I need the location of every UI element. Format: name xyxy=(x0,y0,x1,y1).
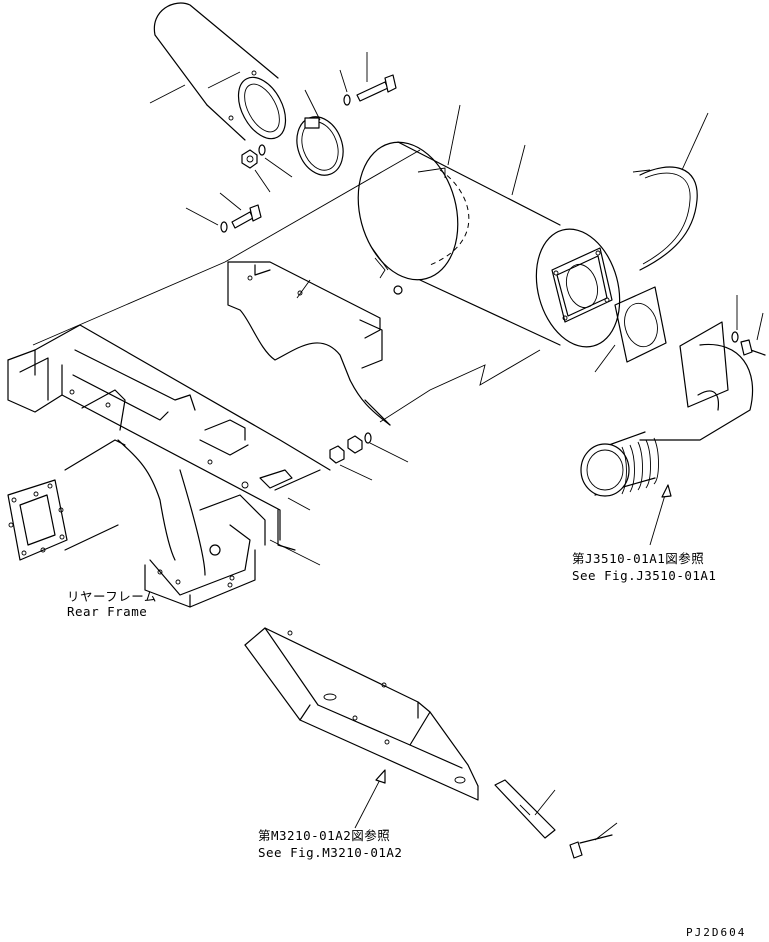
leader-gasket xyxy=(594,344,616,373)
rear-frame-label-en: Rear Frame xyxy=(67,604,148,619)
under-cover xyxy=(244,627,479,801)
leader-tail-pipe xyxy=(149,84,186,104)
leader-bolt-bottom xyxy=(594,822,618,841)
clamp-band xyxy=(296,116,344,176)
leader-bracket xyxy=(296,279,311,299)
nut-top xyxy=(241,144,266,169)
leader-frame-2 xyxy=(269,539,321,566)
gasket xyxy=(614,286,667,363)
muffler-strap xyxy=(632,166,698,271)
leader-washer-mid xyxy=(369,442,409,463)
bolt-right xyxy=(731,331,766,356)
leader-frame-1 xyxy=(287,497,311,511)
leader-nut xyxy=(254,169,271,193)
stay-bracket xyxy=(494,779,556,839)
nut-mid xyxy=(329,432,372,464)
rear-frame xyxy=(7,324,331,608)
leader-muffler xyxy=(511,144,526,196)
centerline-3 xyxy=(379,349,541,423)
muffler xyxy=(357,141,621,348)
ref-j3510-label-en: See Fig.J3510-01A1 xyxy=(572,568,717,583)
leader-muffler-bolt xyxy=(369,244,389,271)
leader-strap xyxy=(681,112,709,171)
leader-bolt-left xyxy=(219,192,242,211)
leader-bolt-right xyxy=(756,312,764,341)
tail-pipe xyxy=(153,2,287,141)
leader-muffler-band xyxy=(447,104,461,166)
ref-j3510-label-jp: 第J3510-01A1図参照 xyxy=(572,551,705,566)
arrow-ref-m3210 xyxy=(375,769,386,784)
leader-washer-left xyxy=(185,207,219,226)
leader-washer xyxy=(339,69,348,93)
arrow-ref-j3510 xyxy=(661,484,672,498)
bolt-bottom xyxy=(569,834,613,859)
rear-frame-label-jp: リヤーフレーム xyxy=(67,589,157,604)
leader-washer2 xyxy=(264,157,293,178)
leader-stay xyxy=(534,789,556,816)
bolt-top xyxy=(343,74,397,106)
leader-clamp xyxy=(304,89,321,121)
bolt-left xyxy=(220,204,262,233)
ref-m3210-label-jp: 第M3210-01A2図参照 xyxy=(258,828,391,843)
exhaust-elbow xyxy=(580,321,754,497)
centerline-1 xyxy=(32,261,226,346)
leader-nut-mid xyxy=(339,464,373,481)
muffler-bracket xyxy=(227,261,391,426)
centerline-2 xyxy=(224,149,421,263)
drawing-code: PJ2D604 xyxy=(686,926,747,939)
ref-m3210-label-en: See Fig.M3210-01A2 xyxy=(258,845,403,860)
